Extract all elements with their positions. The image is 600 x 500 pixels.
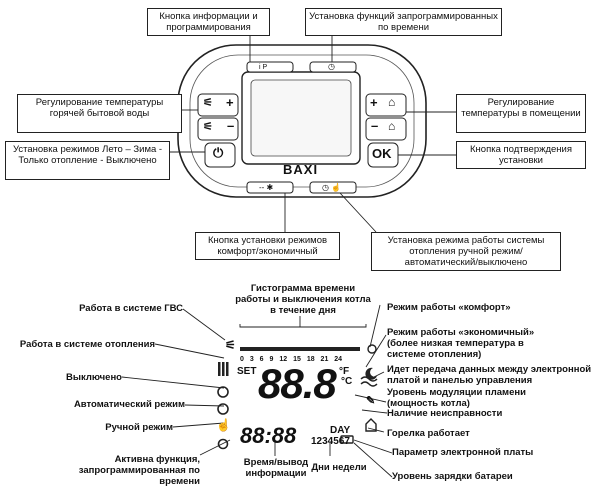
dhw-minus-button — [197, 117, 239, 141]
label-economy: Режим работы «экономичный» (более низкая… — [387, 327, 535, 360]
label-time-info: Время/вывод информации — [243, 457, 309, 479]
label-burner: Горелка работает — [387, 428, 470, 439]
room-plus-button — [365, 93, 407, 117]
room-minus-sign: – — [371, 118, 379, 133]
label-heating: Работа в системе отопления — [19, 339, 155, 350]
mode-button — [246, 181, 294, 194]
info-button — [246, 61, 294, 73]
label-active-function: Активна функция, запрограммированная по … — [78, 454, 200, 487]
power-button — [204, 142, 236, 168]
label-modulation: Уровень модуляции пламени (мощность котл… — [387, 387, 526, 409]
lcd-hand-icon: ☝ — [216, 418, 231, 432]
label-off: Выключено — [66, 372, 122, 383]
callout-comfort-eco: Кнопка установки режимов комфорт/экономи… — [195, 232, 340, 260]
callout-room-temp: Регулирование температуры в помещении — [456, 94, 586, 133]
brand-logo: BAXI — [283, 162, 319, 177]
label-comfort: Режим работы «комфорт» — [387, 302, 511, 313]
dhw-plus-button — [197, 93, 239, 117]
callout-ok-confirm: Кнопка подтверждения установки — [456, 141, 586, 169]
house-icon: ⌂ — [388, 119, 396, 133]
house-icon: ⌂ — [388, 95, 396, 109]
label-manual: Ручной режим — [105, 422, 173, 433]
program-button-mark: ◷ ☝ — [322, 183, 342, 192]
callout-season-modes: Установка режимов Лето – Зима - Только о… — [5, 141, 170, 180]
label-battery: Уровень зарядки батареи — [392, 471, 513, 482]
lcd-day-numbers: 1234567 — [311, 436, 350, 447]
ok-label: OK — [372, 146, 392, 161]
program-button — [309, 181, 357, 194]
label-fault: Наличие неисправности — [387, 408, 503, 419]
callout-info-button: Кнопка информации и программирования — [147, 8, 270, 36]
faucet-icon: ⚟ — [203, 97, 213, 109]
room-plus-sign: + — [370, 95, 378, 110]
lcd-wrench-icon: ✎ — [366, 395, 376, 407]
faucet-icon: ⚟ — [203, 121, 213, 133]
label-weekdays: Дни недели — [311, 462, 367, 473]
dhw-minus-sign: – — [227, 118, 235, 133]
lcd-hours-scale: 0 3 6 9 12 15 18 21 24 — [240, 356, 343, 363]
label-dhw: Работа в системе ГВС — [79, 303, 183, 314]
lcd-small-digits: 88:88 — [240, 423, 297, 448]
callout-time-functions: Установка функций запрограммированных по… — [305, 8, 502, 36]
lcd-deg-c: °C — [341, 376, 353, 387]
power-icon: ⏻ — [213, 145, 224, 160]
lcd-flame-icon: ⚟ — [225, 338, 236, 352]
label-data-transfer: Идет передача данных между электронной п… — [387, 364, 592, 386]
lcd-deg-f: °F — [339, 366, 350, 377]
info-button-mark: i P — [259, 64, 268, 71]
room-minus-button — [365, 117, 407, 141]
dhw-plus-sign: + — [226, 95, 234, 110]
lcd-day: DAY — [330, 425, 351, 436]
mode-button-mark: -- ✱ — [259, 183, 274, 192]
display-top-label: Гистограмма времени работы и выключения … — [235, 283, 371, 316]
callout-dhw-temp: Регулирование температуры горячей бытово… — [17, 94, 182, 133]
label-board-param: Параметр электронной платы — [392, 447, 534, 458]
lcd-set: SET — [237, 366, 257, 377]
callout-heating-mode: Установка режима работы системы отоплени… — [371, 232, 561, 271]
clock-button-mark: ◷ — [328, 62, 335, 71]
clock-button — [309, 61, 357, 73]
label-auto: Автоматический режим — [73, 399, 185, 410]
lcd-big-digits: 88.8 — [258, 360, 337, 407]
